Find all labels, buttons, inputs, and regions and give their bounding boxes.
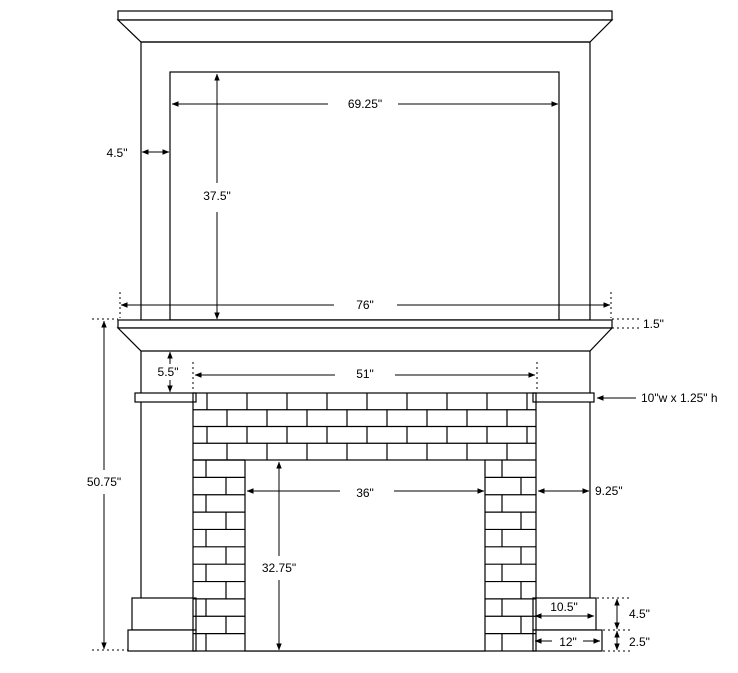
base-width-label: 12"	[559, 635, 577, 649]
upper-side-width-label: 4.5"	[107, 146, 128, 160]
upper-overmantel	[116, 10, 614, 321]
overall-width-label: 76"	[356, 298, 374, 312]
mantel-shelf	[116, 319, 614, 352]
capital-size-label: 10"w x 1.25" h	[641, 391, 718, 405]
base-height-label: 2.5"	[629, 635, 650, 649]
plinth-height-label: 4.5"	[629, 607, 650, 621]
right-base	[532, 629, 603, 652]
top-crown-cove	[116, 19, 614, 43]
top-crown-molding	[117, 10, 613, 21]
left-plinth	[131, 597, 197, 631]
extension-lines	[92, 292, 640, 652]
firebox-width-label: 36"	[356, 486, 374, 500]
upper-opening-height-label: 37.5"	[203, 189, 231, 203]
frieze-height-label: 5.5"	[158, 365, 179, 379]
upper-opening-width-label: 69.25"	[348, 97, 382, 111]
right-capital	[532, 392, 595, 403]
shelf-cove	[116, 327, 614, 352]
firebox-opening	[244, 459, 486, 652]
plinth-width-label: 10.5"	[550, 600, 578, 614]
brick-surround	[193, 393, 536, 651]
shelf-board	[117, 319, 613, 329]
leg-width-label: 9.25"	[595, 484, 623, 498]
left-capital	[134, 392, 197, 403]
shelf-thickness-label: 1.5"	[643, 317, 664, 331]
brick-surround-width-label: 51"	[356, 367, 374, 381]
dimension-labels: 69.25" 37.5" 4.5" 76" 1.5" 5.5" 51" 10"w…	[87, 97, 718, 649]
dimension-arrows	[101, 73, 636, 651]
firebox-height-label: 32.75"	[262, 561, 296, 575]
total-height-label: 50.75"	[87, 475, 121, 489]
overmantel-frame	[140, 41, 591, 321]
left-base	[127, 629, 197, 652]
